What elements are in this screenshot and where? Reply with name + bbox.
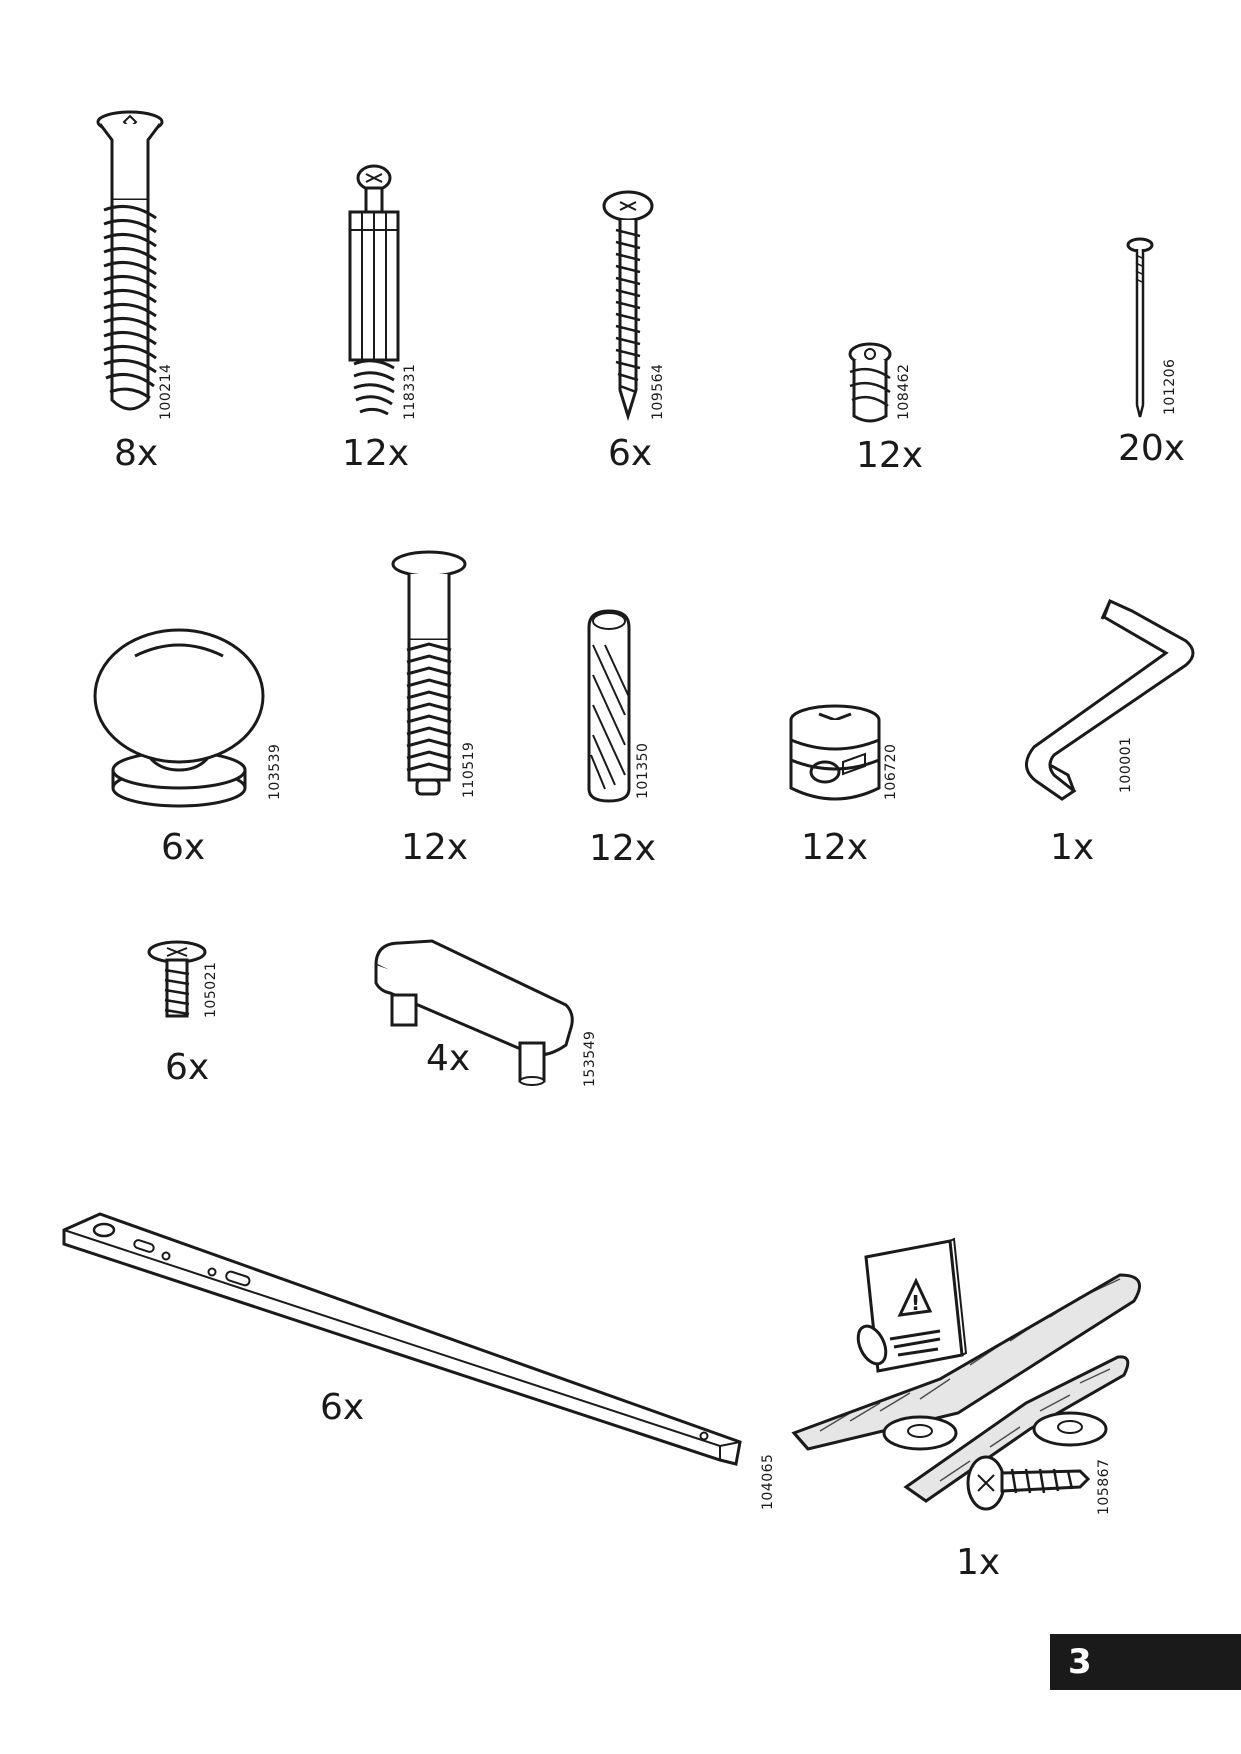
part-101206: 101206 20x — [1100, 235, 1200, 480]
part-quantity: 20x — [1118, 428, 1186, 469]
part-100214: 100214 8x — [90, 100, 210, 480]
drawer-rail-icon — [62, 1212, 742, 1466]
part-code: 108462 — [896, 363, 912, 420]
part-code: 104065 — [760, 1453, 776, 1510]
part-quantity: 1x — [1050, 827, 1095, 868]
part-105021: 105021 6x — [145, 940, 255, 1090]
part-code: 110519 — [461, 741, 477, 798]
part-quantity: 4x — [426, 1038, 471, 1079]
part-quantity: 6x — [320, 1387, 365, 1428]
part-code: 101206 — [1162, 358, 1178, 415]
part-code: 153549 — [582, 1030, 598, 1087]
threaded-insert-icon — [848, 342, 892, 423]
glide-icon — [374, 939, 574, 1086]
part-103539: 103539 6x — [93, 620, 295, 870]
part-code: 106720 — [883, 743, 899, 800]
part-code: 100214 — [158, 363, 174, 420]
page-number: 3 — [1050, 1634, 1241, 1690]
part-quantity: 12x — [589, 828, 657, 869]
wood-screw-icon — [602, 190, 654, 422]
cam-dowel-icon — [348, 164, 400, 416]
cam-screw-icon — [96, 110, 164, 411]
allen-key-icon — [1025, 598, 1195, 801]
part-code: 103539 — [267, 743, 283, 800]
part-153549: 153549 4x — [370, 935, 610, 1095]
part-code: 105021 — [203, 961, 219, 1018]
part-quantity: 12x — [401, 827, 469, 868]
part-code: 100001 — [1118, 736, 1134, 793]
part-quantity: 6x — [165, 1047, 210, 1088]
wall-anchor-kit-icon: ! — [791, 1237, 1142, 1511]
part-101350: 101350 12x — [575, 605, 705, 870]
part-code: 118331 — [402, 363, 418, 420]
part-100001: 100001 1x — [1010, 595, 1230, 870]
part-118331: 118331 12x — [330, 160, 470, 480]
part-code: 105867 — [1096, 1458, 1112, 1515]
part-105867: ! 105867 1x — [790, 1235, 1170, 1595]
part-quantity: 6x — [161, 827, 206, 868]
part-108462: 108462 12x — [840, 340, 960, 480]
cam-lock-icon — [789, 704, 881, 801]
knob-icon — [93, 628, 265, 808]
part-quantity: 6x — [608, 433, 653, 474]
part-quantity: 12x — [342, 433, 410, 474]
part-quantity: 12x — [856, 435, 924, 476]
bolt-icon — [147, 940, 207, 1018]
part-quantity: 8x — [114, 433, 159, 474]
part-code: 109564 — [650, 363, 666, 420]
part-110519: 110519 12x — [385, 550, 525, 870]
dowel-screw-icon — [391, 550, 467, 796]
part-106720: 106720 12x — [785, 700, 935, 870]
part-104065: 104065 6x — [60, 1210, 780, 1510]
part-quantity: 1x — [956, 1542, 1001, 1583]
part-109564: 109564 6x — [590, 190, 700, 480]
part-code: 101350 — [635, 742, 651, 799]
wooden-dowel-icon — [587, 609, 631, 803]
nail-icon — [1126, 237, 1154, 418]
warning-symbol: ! — [911, 1291, 920, 1315]
part-quantity: 12x — [801, 827, 869, 868]
